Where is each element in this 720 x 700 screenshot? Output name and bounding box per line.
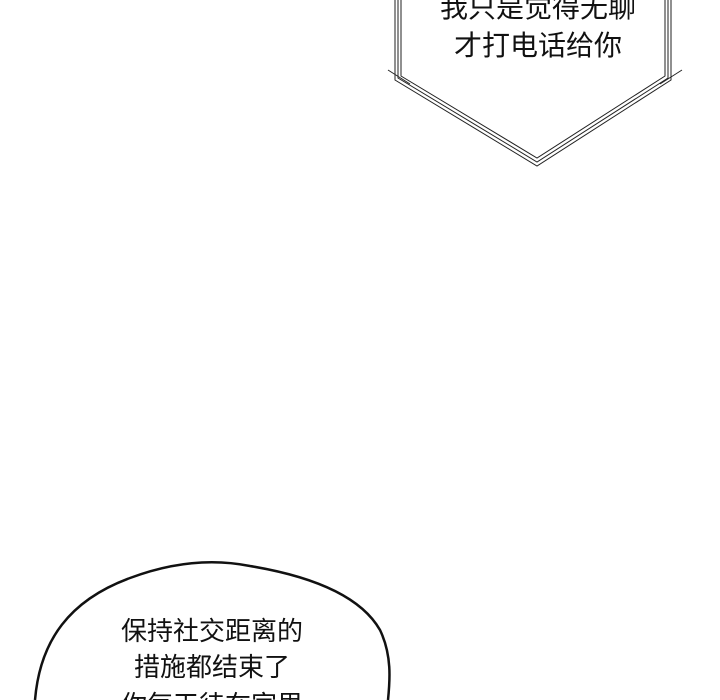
bottom-bubble-line-3: 你每天待在家里 [121,685,303,700]
top-bubble-line-2: 才打电话给你 [453,29,623,62]
top-speech-bubble [387,0,683,167]
bottom-bubble-line-1: 保持社交距离的 [120,617,304,647]
top-bubble-line-1: 我只是觉得无聊 [439,0,637,24]
bottom-bubble-line-2: 措施都结束了 [133,653,291,683]
bottom-speech-bubble [33,560,391,700]
